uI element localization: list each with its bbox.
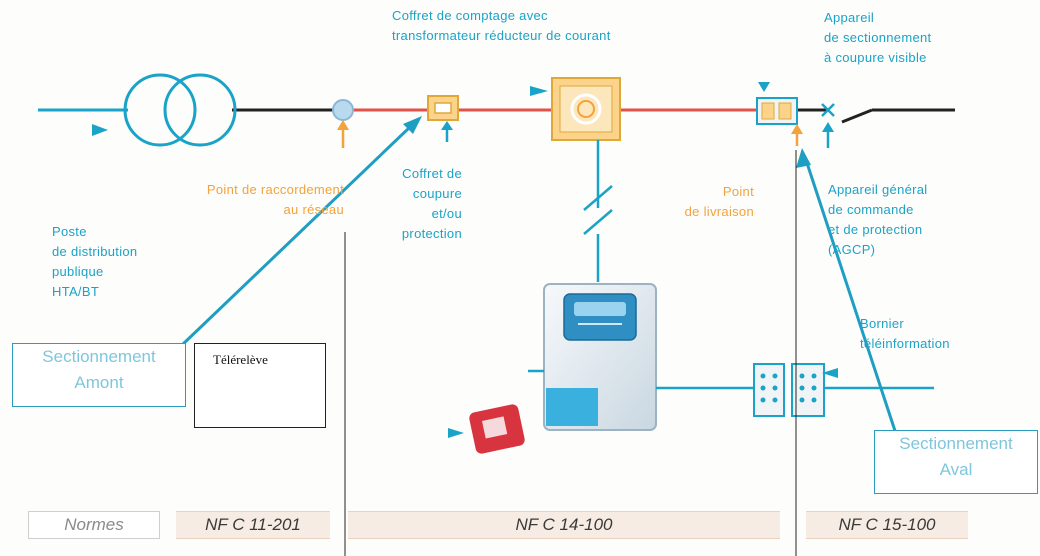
transformer-icon: [123, 73, 237, 147]
sectionnement-amont-box: Sectionnement Amont: [12, 343, 186, 407]
label-point-livraison: Point de livraison: [684, 184, 754, 219]
coffret-comptage-icon: [530, 77, 621, 141]
norm-nfc-11-201: NF C 11-201: [176, 511, 330, 539]
label-coffret-comptage: Coffret de comptage avec transformateur …: [392, 8, 611, 43]
amont-arrowhead-icon: [403, 116, 422, 134]
sectionnement-switch-icon: [821, 103, 835, 148]
amont-pointer-line: [180, 125, 412, 347]
arrow-icon: [92, 124, 108, 136]
bornier-icon: [753, 363, 838, 417]
label-poste-distribution: Poste de distribution publique HTA/BT: [52, 224, 138, 299]
label-coffret-coupure: Coffret de coupure et/ou protection: [401, 166, 462, 241]
sectionnement-aval-box: Sectionnement Aval: [874, 430, 1038, 494]
agcp-breaker-icon: [756, 82, 803, 146]
coffret-coupure-icon: [427, 95, 459, 142]
telereleve-device-icon: [448, 404, 525, 454]
label-point-raccordement: Point de raccordement au réseau: [206, 182, 344, 217]
main-line: [38, 108, 955, 124]
label-appareil-general: Appareil général de commande et de prote…: [828, 182, 928, 257]
label-appareil-sectionnement: Appareil de sectionnement à coupure visi…: [824, 10, 932, 65]
telereleve-box: Télérelève: [194, 343, 326, 428]
aval-pointer-line: [804, 159, 900, 441]
norm-nfc-14-100: NF C 14-100: [348, 511, 780, 539]
aval-arrowhead-icon: [796, 148, 811, 168]
electricity-meter-icon: [528, 283, 657, 431]
norm-nfc-15-100: NF C 15-100: [806, 511, 968, 539]
norms-label: Normes: [28, 511, 160, 539]
meter-link: [583, 140, 613, 282]
raccordement-point-icon: [332, 99, 354, 148]
label-bornier: Bornier téléinformation: [860, 316, 950, 351]
